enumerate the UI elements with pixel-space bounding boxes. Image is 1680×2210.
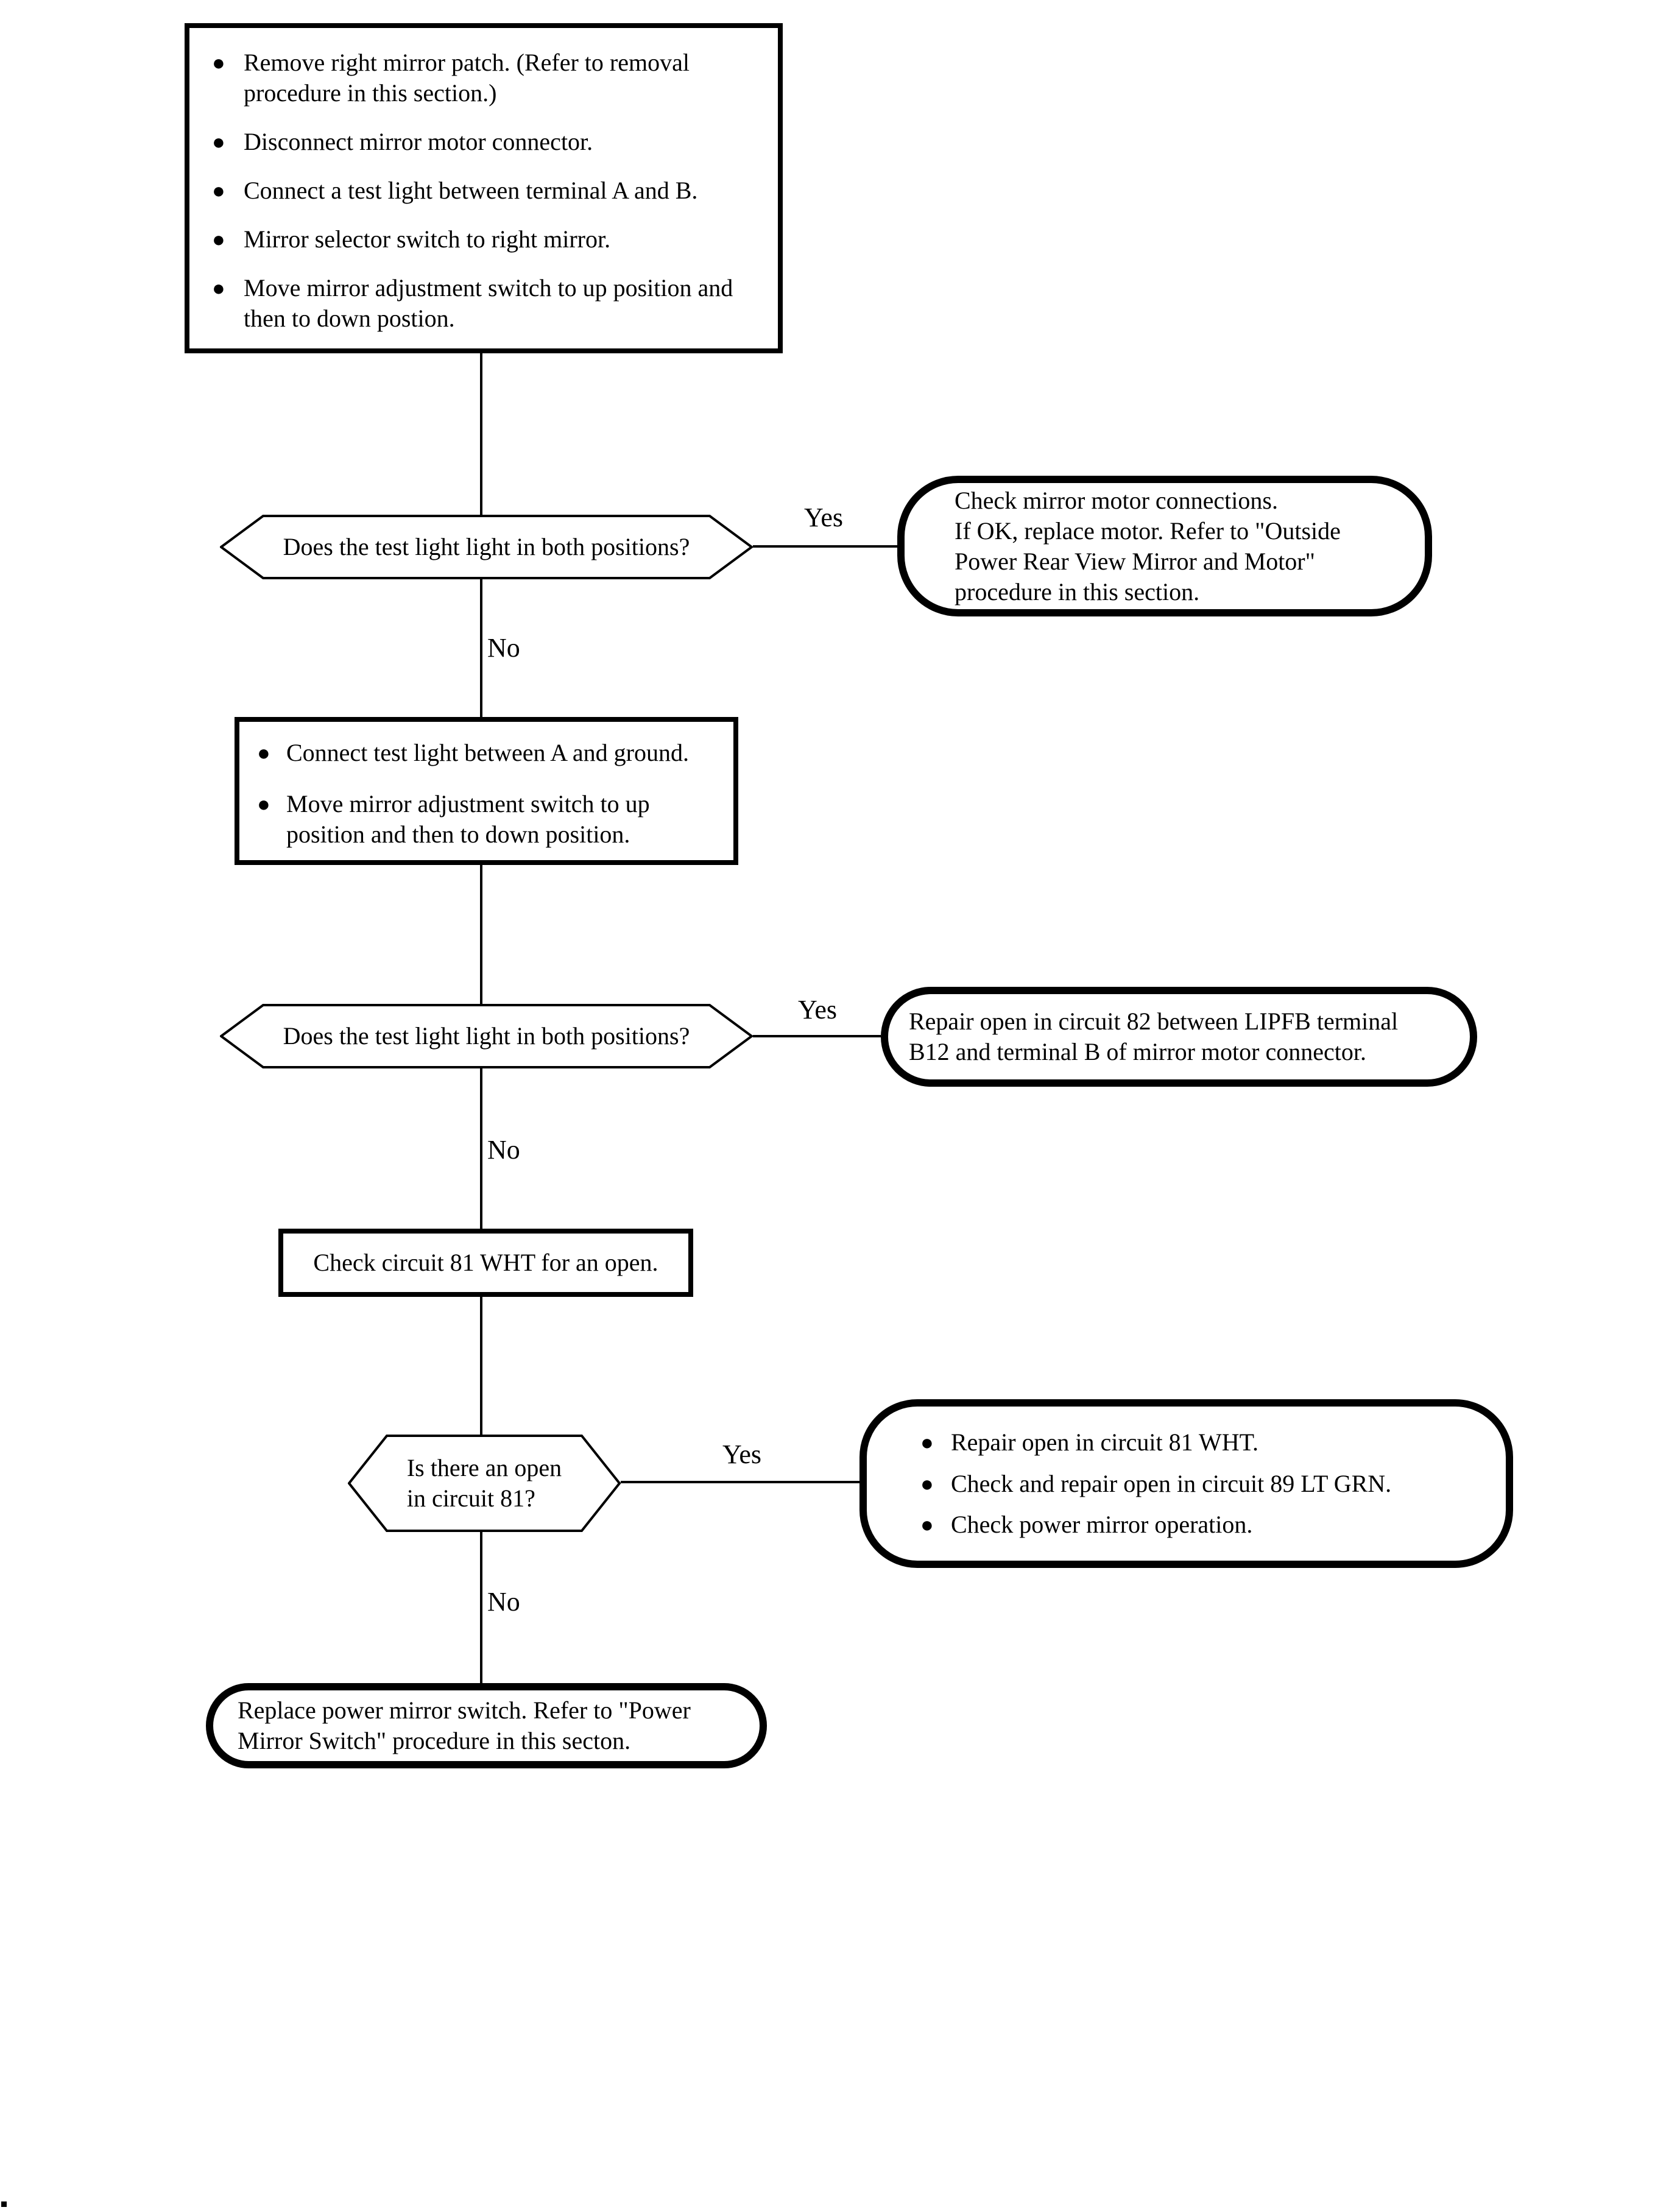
hexagon-shape: [220, 1004, 753, 1068]
connector-decision3-yes: [621, 1481, 859, 1483]
start-bullet-list: ● Remove right mirror patch. (Refer to r…: [212, 48, 763, 334]
bullet-icon: ●: [920, 1471, 934, 1496]
step2-bullet-list: ● Connect test light between A and groun…: [257, 738, 722, 850]
list-item: ● Check power mirror operation.: [920, 1509, 1496, 1540]
bullet-text: Move mirror adjustment switch to up posi…: [286, 790, 650, 848]
action-repair-circuit81-terminal: ● Repair open in circuit 81 WHT. ● Check…: [859, 1399, 1513, 1568]
decision3-hexagon: Is there an open in circuit 81?: [348, 1435, 621, 1532]
action-repair-circuit82-text: Repair open in circuit 82 between LIPFB …: [909, 1008, 1399, 1065]
decision3-question: Is there an open in circuit 81?: [406, 1454, 562, 1512]
connector-step3-to-decision3: [480, 1297, 482, 1435]
list-item: ● Connect test light between A and groun…: [257, 738, 722, 768]
end-replace-switch-text: Replace power mirror switch. Refer to "P…: [238, 1696, 691, 1754]
connector-start-to-decision1: [480, 353, 482, 515]
connector-step2-to-decision2: [480, 865, 482, 1004]
bullet-icon: ●: [257, 792, 270, 816]
action-repair-circuit82-terminal: Repair open in circuit 82 between LIPFB …: [881, 987, 1477, 1087]
scan-artifact-speck: [1, 2201, 7, 2207]
hexagon-shape: [220, 515, 753, 579]
decision1-hexagon: Does the test light light in both positi…: [220, 515, 753, 579]
bullet-icon: ●: [212, 276, 225, 300]
action-check-motor-terminal: Check mirror motor connections. If OK, r…: [897, 476, 1432, 616]
list-item: ● Mirror selector switch to right mirror…: [212, 224, 763, 255]
bullet-icon: ●: [212, 178, 225, 203]
list-item: ● Connect a test light between terminal …: [212, 175, 763, 206]
decision1-question: Does the test light light in both positi…: [283, 533, 690, 560]
connector-decision1-to-step2: [480, 579, 482, 717]
connector-decision3-to-end: [480, 1531, 482, 1683]
list-item: ● Remove right mirror patch. (Refer to r…: [212, 48, 763, 108]
bullet-icon: ●: [212, 130, 225, 154]
bullet-text: Remove right mirror patch. (Refer to rem…: [244, 49, 690, 107]
decision2-no-label: No: [487, 1135, 520, 1165]
yes3-bullet-list: ● Repair open in circuit 81 WHT. ● Check…: [920, 1416, 1496, 1551]
end-replace-switch-terminal: Replace power mirror switch. Refer to "P…: [206, 1683, 767, 1768]
list-item: ● Disconnect mirror motor connector.: [212, 127, 763, 157]
list-item: ● Move mirror adjustment switch to up po…: [257, 789, 722, 850]
step3-text: Check circuit 81 WHT for an open.: [313, 1249, 658, 1276]
step3-check-circuit81-box: Check circuit 81 WHT for an open.: [278, 1229, 693, 1297]
bullet-text: Move mirror adjustment switch to up posi…: [244, 274, 733, 332]
list-item: ● Move mirror adjustment switch to up po…: [212, 273, 763, 334]
decision3-no-label: No: [487, 1587, 520, 1617]
connector-decision2-to-step3: [480, 1068, 482, 1229]
decision3-yes-label: Yes: [722, 1439, 762, 1469]
bullet-text: Repair open in circuit 81 WHT.: [951, 1428, 1259, 1456]
bullet-icon: ●: [920, 1430, 934, 1455]
step2-instructions-box: ● Connect test light between A and groun…: [235, 717, 738, 865]
bullet-text: Check power mirror operation.: [951, 1511, 1253, 1539]
bullet-icon: ●: [920, 1513, 934, 1537]
list-item: ● Repair open in circuit 81 WHT.: [920, 1427, 1496, 1458]
decision2-yes-label: Yes: [797, 995, 838, 1025]
bullet-icon: ●: [212, 227, 225, 252]
connector-decision1-yes: [753, 545, 897, 548]
decision2-question: Does the test light light in both positi…: [283, 1022, 690, 1050]
bullet-icon: ●: [257, 741, 270, 765]
bullet-text: Connect test light between A and ground.: [286, 739, 689, 766]
bullet-text: Check and repair open in circuit 89 LT G…: [951, 1469, 1392, 1497]
bullet-text: Disconnect mirror motor connector.: [244, 128, 593, 155]
hexagon-shape: [348, 1435, 621, 1532]
bullet-icon: ●: [212, 51, 225, 75]
decision2-hexagon: Does the test light light in both positi…: [220, 1004, 753, 1068]
list-item: ● Check and repair open in circuit 89 LT…: [920, 1469, 1496, 1499]
connector-decision2-yes: [753, 1035, 881, 1037]
action-check-motor-text: Check mirror motor connections. If OK, r…: [955, 486, 1341, 605]
decision1-no-label: No: [487, 633, 520, 663]
bullet-text: Mirror selector switch to right mirror.: [244, 225, 611, 253]
bullet-text: Connect a test light between terminal A …: [244, 177, 698, 204]
start-instructions-box: ● Remove right mirror patch. (Refer to r…: [185, 23, 783, 353]
decision1-yes-label: Yes: [803, 503, 844, 532]
